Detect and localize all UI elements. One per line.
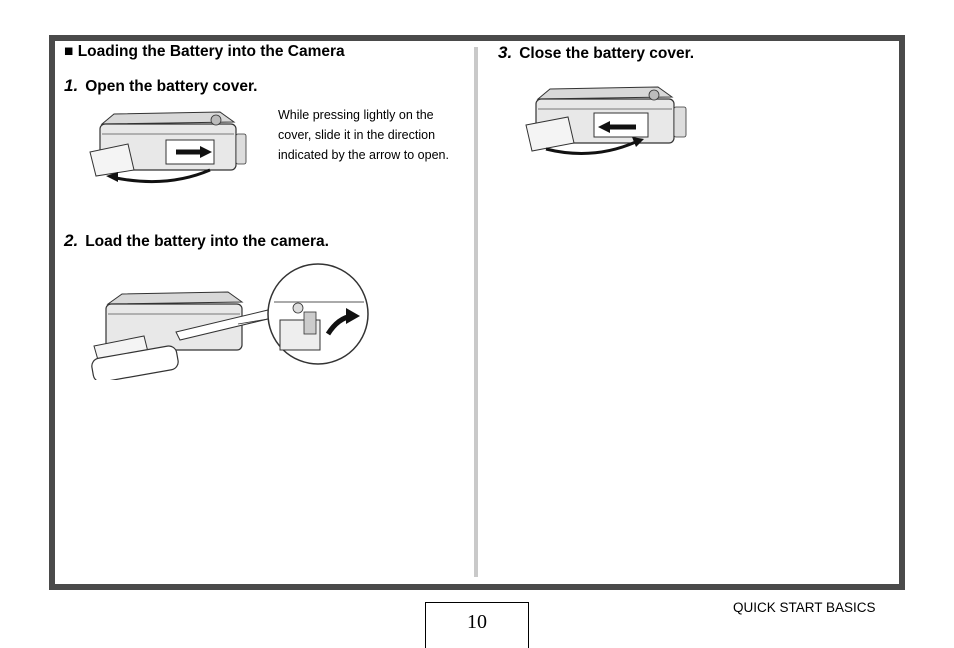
load-battery-illustration xyxy=(91,263,369,380)
step-2-number: 2. xyxy=(64,231,79,250)
step-2-title: Load the battery into the camera. xyxy=(85,233,329,250)
page-number: 10 xyxy=(425,602,529,648)
step-2-heading: 2. Load the battery into the camera. xyxy=(64,231,329,251)
section-title: Loading the Battery into the Camera xyxy=(77,43,345,60)
step-1-heading: 1. Open the battery cover. xyxy=(64,76,257,96)
step-3-title: Close the battery cover. xyxy=(519,45,695,62)
step-1-title: Open the battery cover. xyxy=(85,78,258,95)
section-bullet: ■ xyxy=(64,43,74,60)
column-divider xyxy=(474,47,478,577)
close-cover-illustration xyxy=(525,86,687,155)
step-1-description: While pressing lightly on the cover, sli… xyxy=(278,108,449,162)
step-1-number: 1. xyxy=(64,76,79,95)
step-3-heading: 3. Close the battery cover. xyxy=(498,43,694,63)
footer-section-label: QUICK START BASICS xyxy=(733,600,876,615)
step-3-number: 3. xyxy=(498,43,513,62)
open-cover-illustration xyxy=(89,111,247,184)
section-heading: ■ Loading the Battery into the Camera xyxy=(64,43,345,61)
